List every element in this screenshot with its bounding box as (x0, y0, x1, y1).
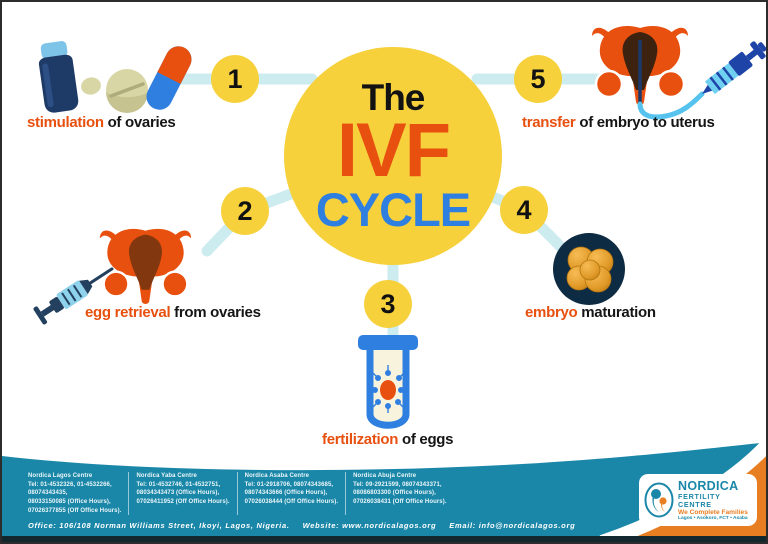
centre-phone-line: 08034343473 (Office Hours), (136, 490, 220, 497)
embryo-icon (553, 233, 625, 305)
catheter-tube-icon (637, 91, 705, 120)
centre-name: Nordica Asaba Centre (244, 473, 310, 479)
transfer-syringe-icon (702, 41, 766, 95)
step-label-4-rest: maturation (577, 304, 656, 321)
title-ivf: IVF (336, 107, 451, 193)
centre-yaba: Nordica Yaba Centre Tel: 01-4532746, 01-… (128, 472, 236, 516)
transfer-uterus-icon (592, 26, 766, 120)
tablet-icon (106, 69, 148, 113)
centre-phone-line: 08086803300 (Office Hours), (353, 490, 436, 497)
centre-lagos: Nordica Lagos Centre Tel: 01-4532326, 01… (28, 472, 128, 515)
title-cycle: CYCLE (315, 183, 471, 237)
step-label-1: stimulation of ovaries (27, 114, 176, 131)
sperm-icons (369, 365, 407, 413)
centre-abuja: Nordica Abuja Centre Tel: 09-2921599, 08… (345, 472, 453, 516)
step-label-3-rest: of eggs (398, 431, 454, 448)
logo-tagline: We Complete Families (678, 508, 748, 516)
capsule-icon (146, 46, 192, 110)
website-text: Website: www.nordicalagos.org (302, 521, 437, 530)
bottom-border-strip (2, 536, 766, 542)
email-text: Email: info@nordicalagos.org (449, 521, 576, 530)
step-label-5: transfer of embryo to uterus (522, 114, 715, 131)
small-pill-icon (81, 77, 101, 95)
centre-name: Nordica Lagos Centre (28, 473, 93, 479)
retrieval-syringe-icon (33, 267, 114, 325)
step-label-5-rest: of embryo to uterus (575, 114, 715, 131)
centre-name: Nordica Yaba Centre (136, 473, 197, 479)
step-badge-2: 2 (221, 187, 269, 235)
step-badge-5: 5 (514, 55, 562, 103)
centre-phone-line: Tel: 01-4532326, 01-4532266, (28, 481, 112, 488)
vial-icon (38, 41, 79, 113)
egg-icon (380, 380, 396, 400)
step-badge-1: 1 (211, 55, 259, 103)
step-badge-3: 3 (364, 280, 412, 328)
centre-name: Nordica Abuja Centre (353, 473, 417, 479)
centre-phone-line: 07026411952 (Off Office Hours). (136, 499, 230, 506)
step-label-4: embryo maturation (525, 304, 656, 321)
step-label-2: egg retrieval from ovaries (85, 304, 261, 321)
centre-phone-line: Tel: 01-2918706, 08074343685, (244, 481, 334, 488)
test-tube-icon (358, 335, 418, 429)
central-circle: The IVF CYCLE (284, 47, 502, 265)
uterus-icon (99, 228, 192, 304)
step-label-3-highlight: fertilization (322, 431, 399, 448)
footer-office-line: Office: 106/108 Norman Williams Street, … (28, 521, 588, 530)
step-label-1-highlight: stimulation (27, 114, 104, 131)
centre-phone-line: 07026038431 (Off Office Hours). (353, 499, 447, 506)
logo-subtitle: FERTILITY CENTRE (678, 491, 721, 509)
centre-phone-line: 07026038444 (Off Office Hours). (244, 499, 339, 506)
centre-phone-line: 08033150085 (Office Hours), (28, 499, 111, 506)
step-label-2-rest: from ovaries (170, 304, 261, 321)
step-label-4-highlight: embryo (525, 304, 578, 321)
centre-phone-line: Tel: 01-4532746, 01-4532751, (136, 481, 221, 488)
centre-phone-line: 08074343435, (28, 490, 68, 497)
step-label-5-highlight: transfer (522, 114, 576, 131)
centre-phone-line: 08074343666 (Office Hours), (244, 490, 328, 497)
title-the: The (361, 76, 426, 118)
nordica-logo-icon (644, 482, 674, 518)
logo-name: NORDICA (678, 478, 739, 493)
step-badge-4: 4 (500, 186, 548, 234)
centre-phone-line: 07026377855 (Off Office Hours). (28, 507, 122, 514)
step-label-3: fertilization of eggs (322, 431, 454, 448)
footer-contacts: Nordica Lagos Centre Tel: 01-4532326, 01… (28, 472, 454, 516)
centre-phone-line: Tel: 09-2921599, 08074343371, (353, 481, 442, 488)
office-address: Office: 106/108 Norman Williams Street, … (28, 521, 290, 530)
step-label-1-rest: of ovaries (103, 114, 176, 131)
step-label-2-highlight: egg retrieval (85, 304, 171, 321)
nordica-logo-card: NORDICA FERTILITY CENTRE We Complete Fam… (639, 474, 757, 526)
medication-icons (38, 41, 192, 113)
centre-asaba: Nordica Asaba Centre Tel: 01-2918706, 08… (236, 472, 345, 516)
logo-locations: Lagos • Asokoro, FCT • Asaba (678, 516, 748, 521)
